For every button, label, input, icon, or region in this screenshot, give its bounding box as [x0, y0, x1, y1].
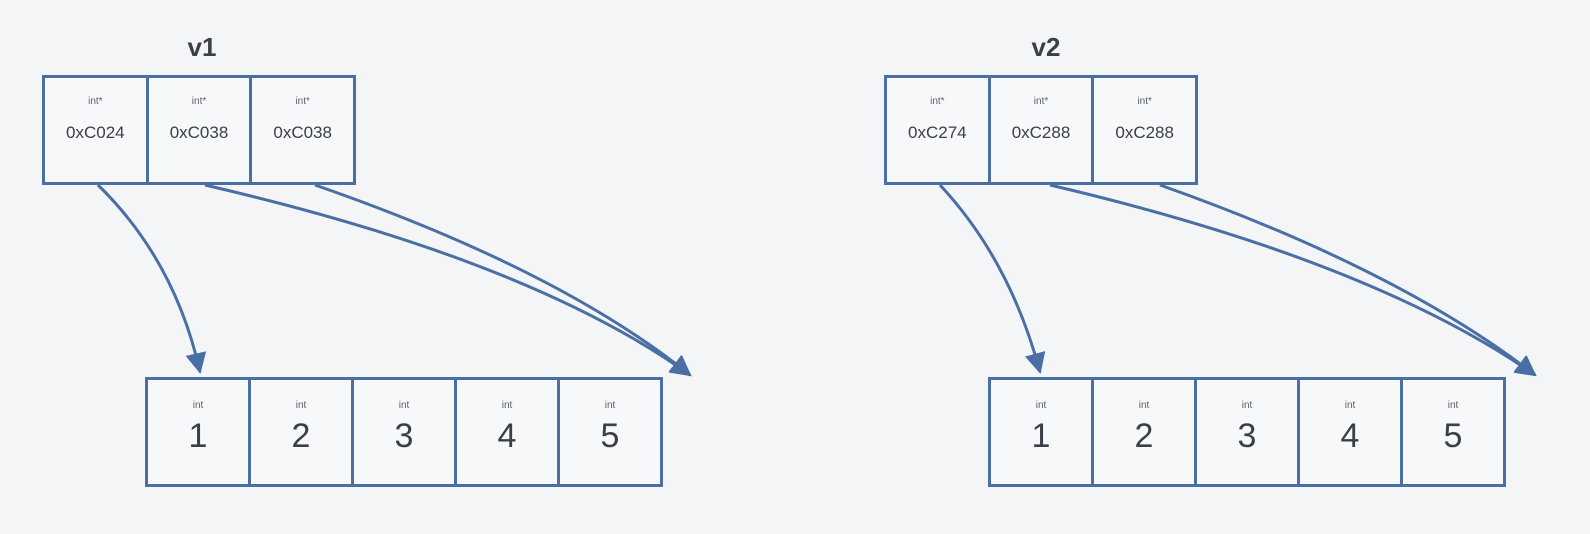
- pointer-address: 0xC038: [273, 123, 332, 142]
- element-type-label: int: [604, 400, 616, 411]
- element-value: 3: [1237, 417, 1257, 455]
- v2-element-cell: int 1: [991, 380, 1094, 484]
- pointer-type-label: int*: [88, 96, 103, 107]
- element-value: 1: [1031, 417, 1051, 455]
- v2-arrow-begin: [938, 183, 1046, 375]
- v2-element-cell: int 5: [1403, 380, 1503, 484]
- v1-element-cell: int 1: [148, 380, 251, 484]
- pointer-type-label: int*: [1137, 96, 1152, 107]
- v1-pointer-cell: int* 0xC038: [252, 78, 353, 182]
- pointer-address: 0xC038: [169, 123, 229, 142]
- v2-element-cell: int 2: [1094, 380, 1197, 484]
- element-type-label: int: [1447, 400, 1459, 411]
- v2-pointer-cell: int* 0xC288: [1094, 78, 1195, 182]
- element-value: 2: [1134, 417, 1154, 455]
- v2-arrow-end-a: [1049, 183, 1537, 377]
- element-type-label: int: [1344, 400, 1356, 411]
- pointer-address: 0xC024: [66, 123, 125, 142]
- v2-pointer-array: int* 0xC274 int* 0xC288 int* 0xC288: [884, 75, 1198, 185]
- pointer-address: 0xC288: [1011, 123, 1071, 142]
- element-value: 5: [1443, 417, 1463, 455]
- v1-element-array: int 1 int 2 int 3 int 4 int 5: [145, 377, 663, 487]
- element-type-label: int: [1241, 400, 1253, 411]
- element-value: 1: [188, 417, 208, 455]
- v1-arrow-end-b: [314, 183, 692, 377]
- element-value: 3: [394, 417, 414, 455]
- element-type-label: int: [192, 400, 204, 411]
- v2-element-cell: int 3: [1197, 380, 1300, 484]
- pointer-type-label: int*: [295, 96, 310, 107]
- v1-pointer-cell: int* 0xC024: [45, 78, 149, 182]
- pointer-address: 0xC288: [1115, 123, 1174, 142]
- v2-pointer-cell: int* 0xC274: [887, 78, 991, 182]
- v2-element-array: int 1 int 2 int 3 int 4 int 5: [988, 377, 1506, 487]
- pointer-address: 0xC274: [908, 123, 967, 142]
- v1-element-cell: int 2: [251, 380, 354, 484]
- pointer-type-label: int*: [1033, 96, 1049, 107]
- element-type-label: int: [501, 400, 513, 411]
- element-type-label: int: [1035, 400, 1047, 411]
- v2-arrow-end-b: [1159, 183, 1537, 377]
- v1-element-cell: int 4: [457, 380, 560, 484]
- element-type-label: int: [1138, 400, 1150, 411]
- v2-element-cell: int 4: [1300, 380, 1403, 484]
- element-value: 2: [291, 417, 311, 455]
- v2-pointer-cell: int* 0xC288: [991, 78, 1095, 182]
- v1-element-cell: int 3: [354, 380, 457, 484]
- element-type-label: int: [398, 400, 410, 411]
- v2-title: v2: [1031, 32, 1061, 62]
- element-value: 4: [1340, 417, 1360, 455]
- pointer-type-label: int*: [930, 96, 945, 107]
- pointer-type-label: int*: [191, 96, 207, 107]
- element-type-label: int: [295, 400, 307, 411]
- v1-arrow-end-a: [204, 183, 692, 377]
- v1-pointer-array: int* 0xC024 int* 0xC038 int* 0xC038: [42, 75, 356, 185]
- v1-title: v1: [187, 32, 217, 62]
- v1-pointer-cell: int* 0xC038: [149, 78, 253, 182]
- v1-element-cell: int 5: [560, 380, 660, 484]
- element-value: 5: [600, 417, 620, 455]
- v1-arrow-begin: [96, 183, 207, 375]
- element-value: 4: [497, 417, 517, 455]
